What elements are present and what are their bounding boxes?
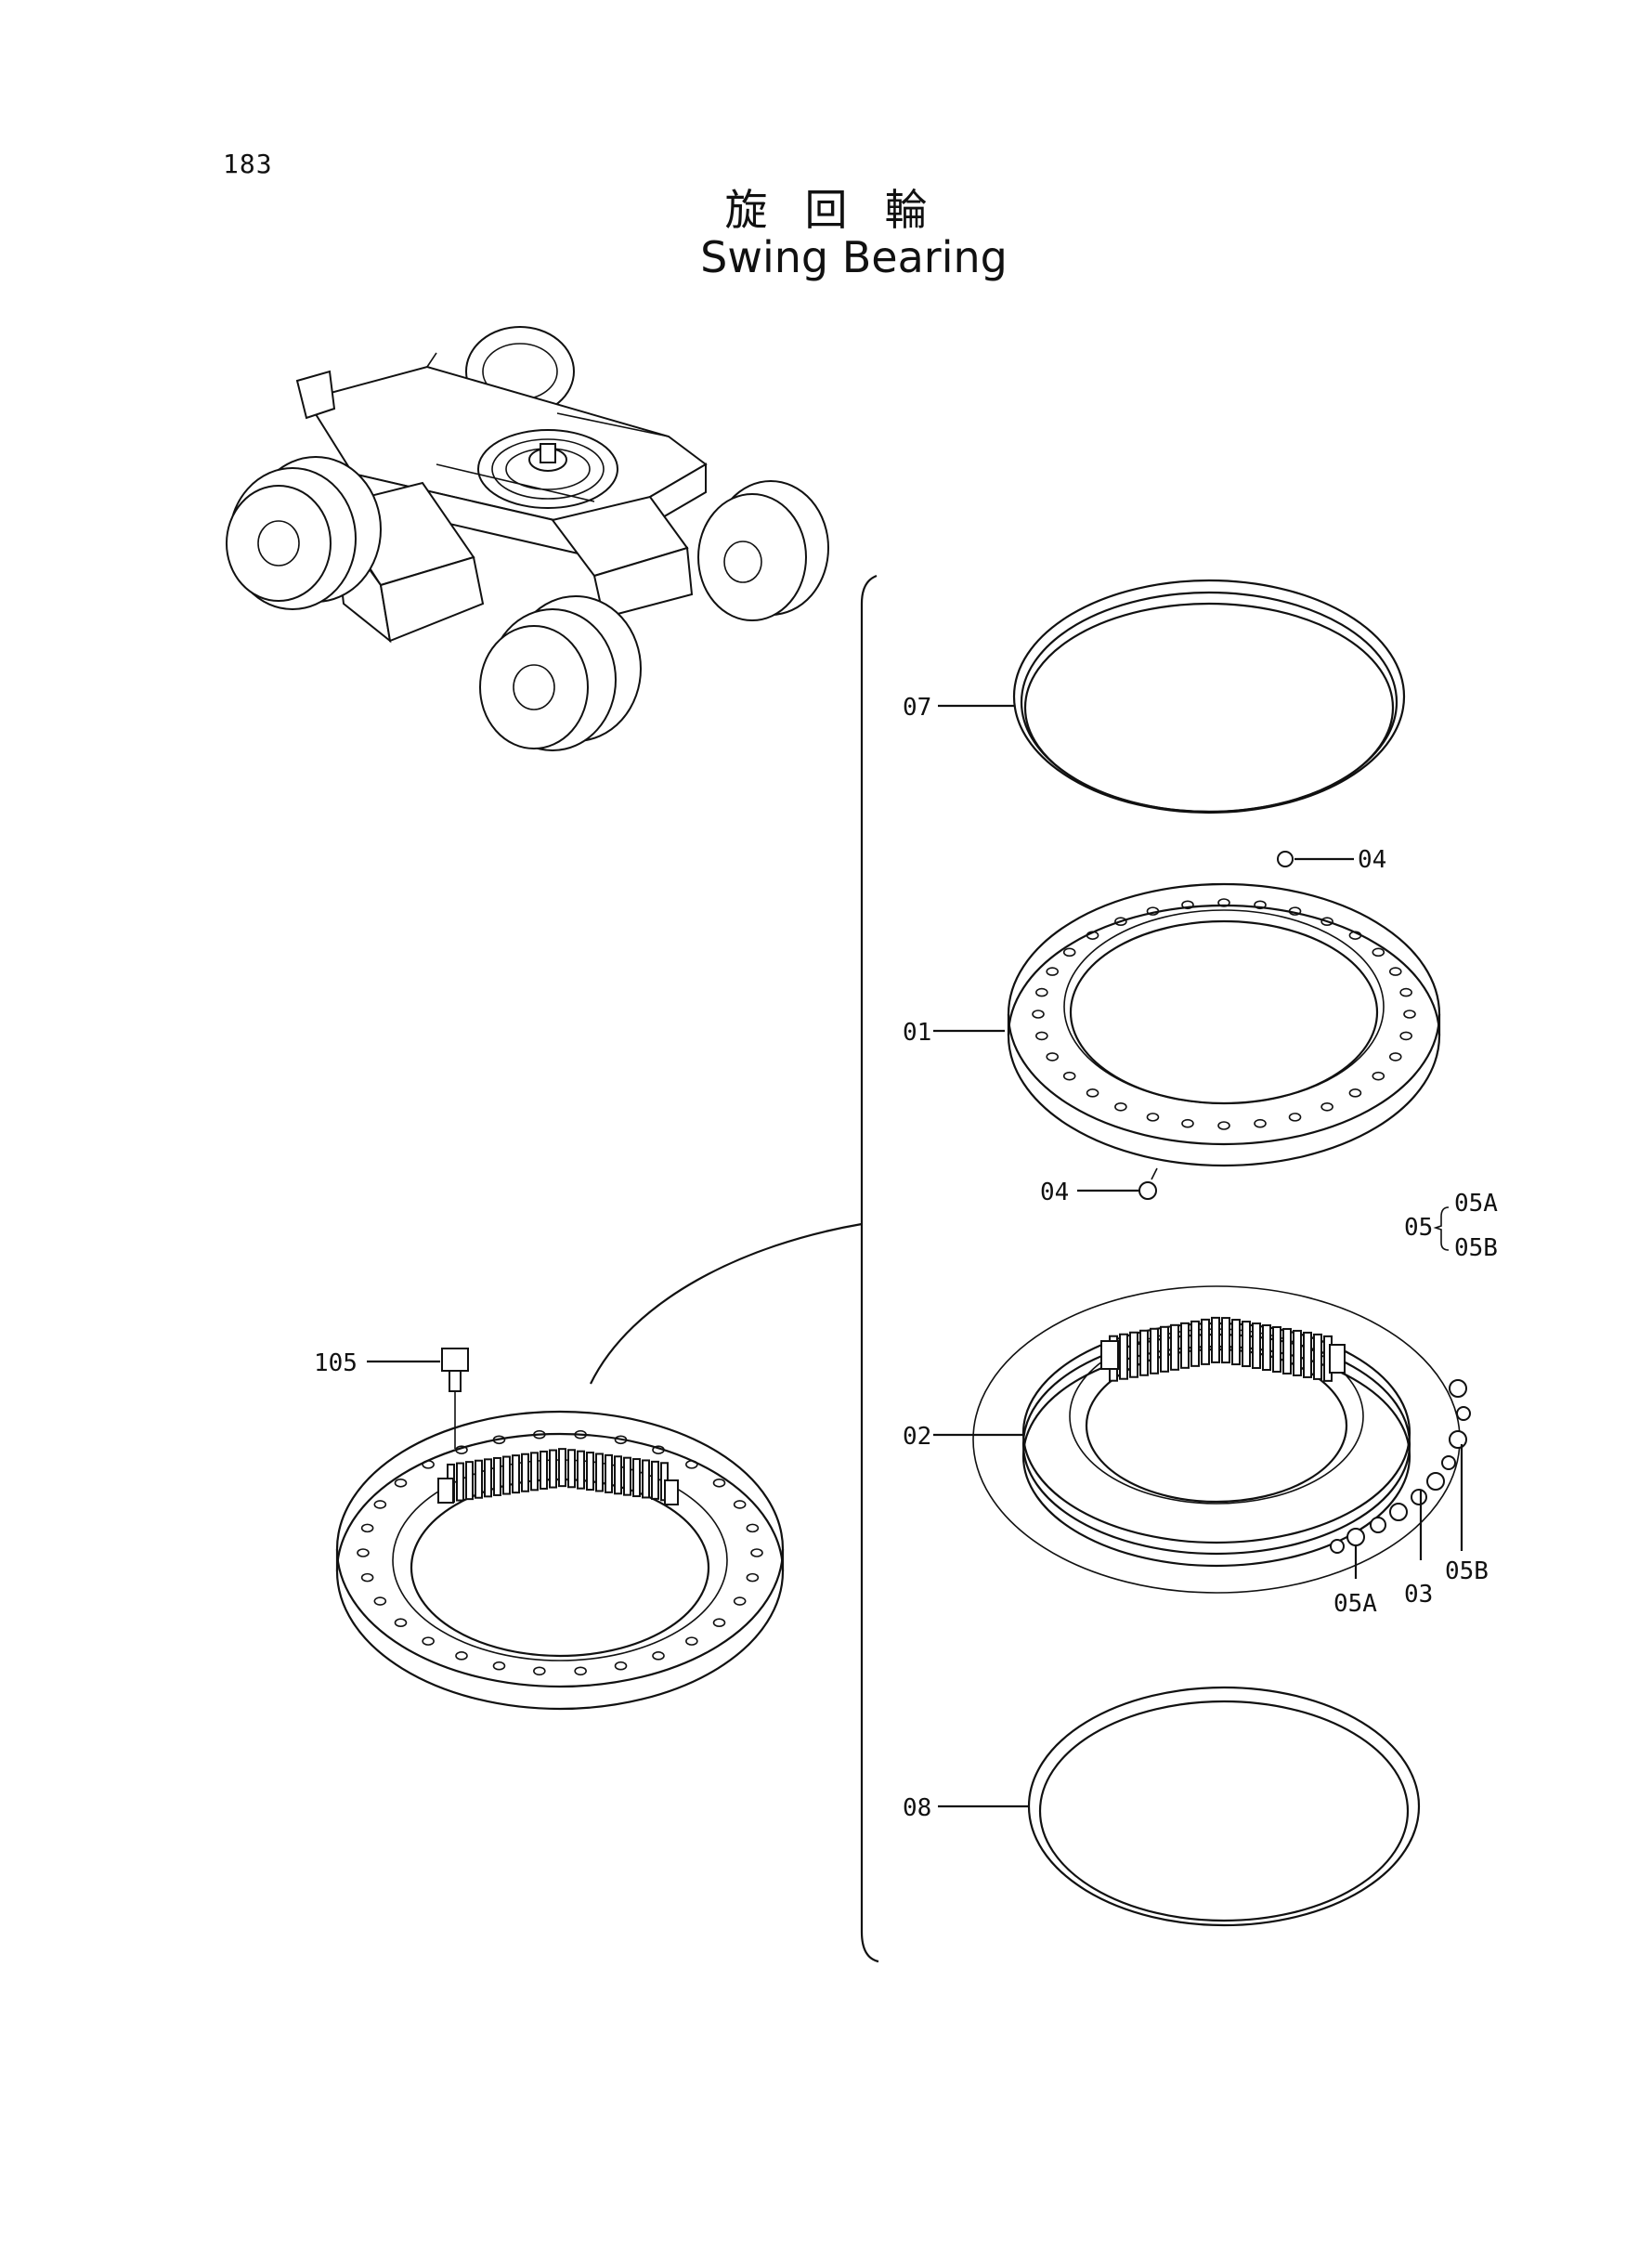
undercarriage-illustration <box>226 326 829 751</box>
callout-05B-lower: 05B <box>1445 1557 1489 1585</box>
title-japanese: 旋回輪 <box>724 185 965 235</box>
callout-04-top: 04 <box>1358 846 1386 874</box>
connector-curve <box>590 1222 863 1385</box>
group-bracket <box>860 574 879 1963</box>
callout-08: 08 <box>903 1794 931 1822</box>
callout-03: 03 <box>1404 1581 1433 1609</box>
callout-07: 07 <box>903 694 931 722</box>
part-02-inner-ring <box>933 1285 1471 1594</box>
callout-05: 05 <box>1404 1214 1433 1242</box>
installed-bearing-assembly <box>335 1348 785 1711</box>
page-number: 183 <box>223 149 273 179</box>
title-english: Swing Bearing <box>700 232 1008 282</box>
part-01-outer-ring <box>933 851 1441 1200</box>
callout-05-brace <box>1433 1206 1450 1251</box>
callout-04-bottom: 04 <box>1040 1179 1069 1206</box>
part-07-seal <box>938 579 1406 814</box>
part-08-seal <box>938 1686 1421 1927</box>
callout-105: 105 <box>314 1349 358 1377</box>
callout-05B: 05B <box>1454 1234 1498 1262</box>
callout-05A: 05A <box>1454 1190 1498 1218</box>
callout-05A-lower: 05A <box>1333 1590 1377 1618</box>
callout-02: 02 <box>903 1423 931 1451</box>
callout-01: 01 <box>903 1019 931 1047</box>
